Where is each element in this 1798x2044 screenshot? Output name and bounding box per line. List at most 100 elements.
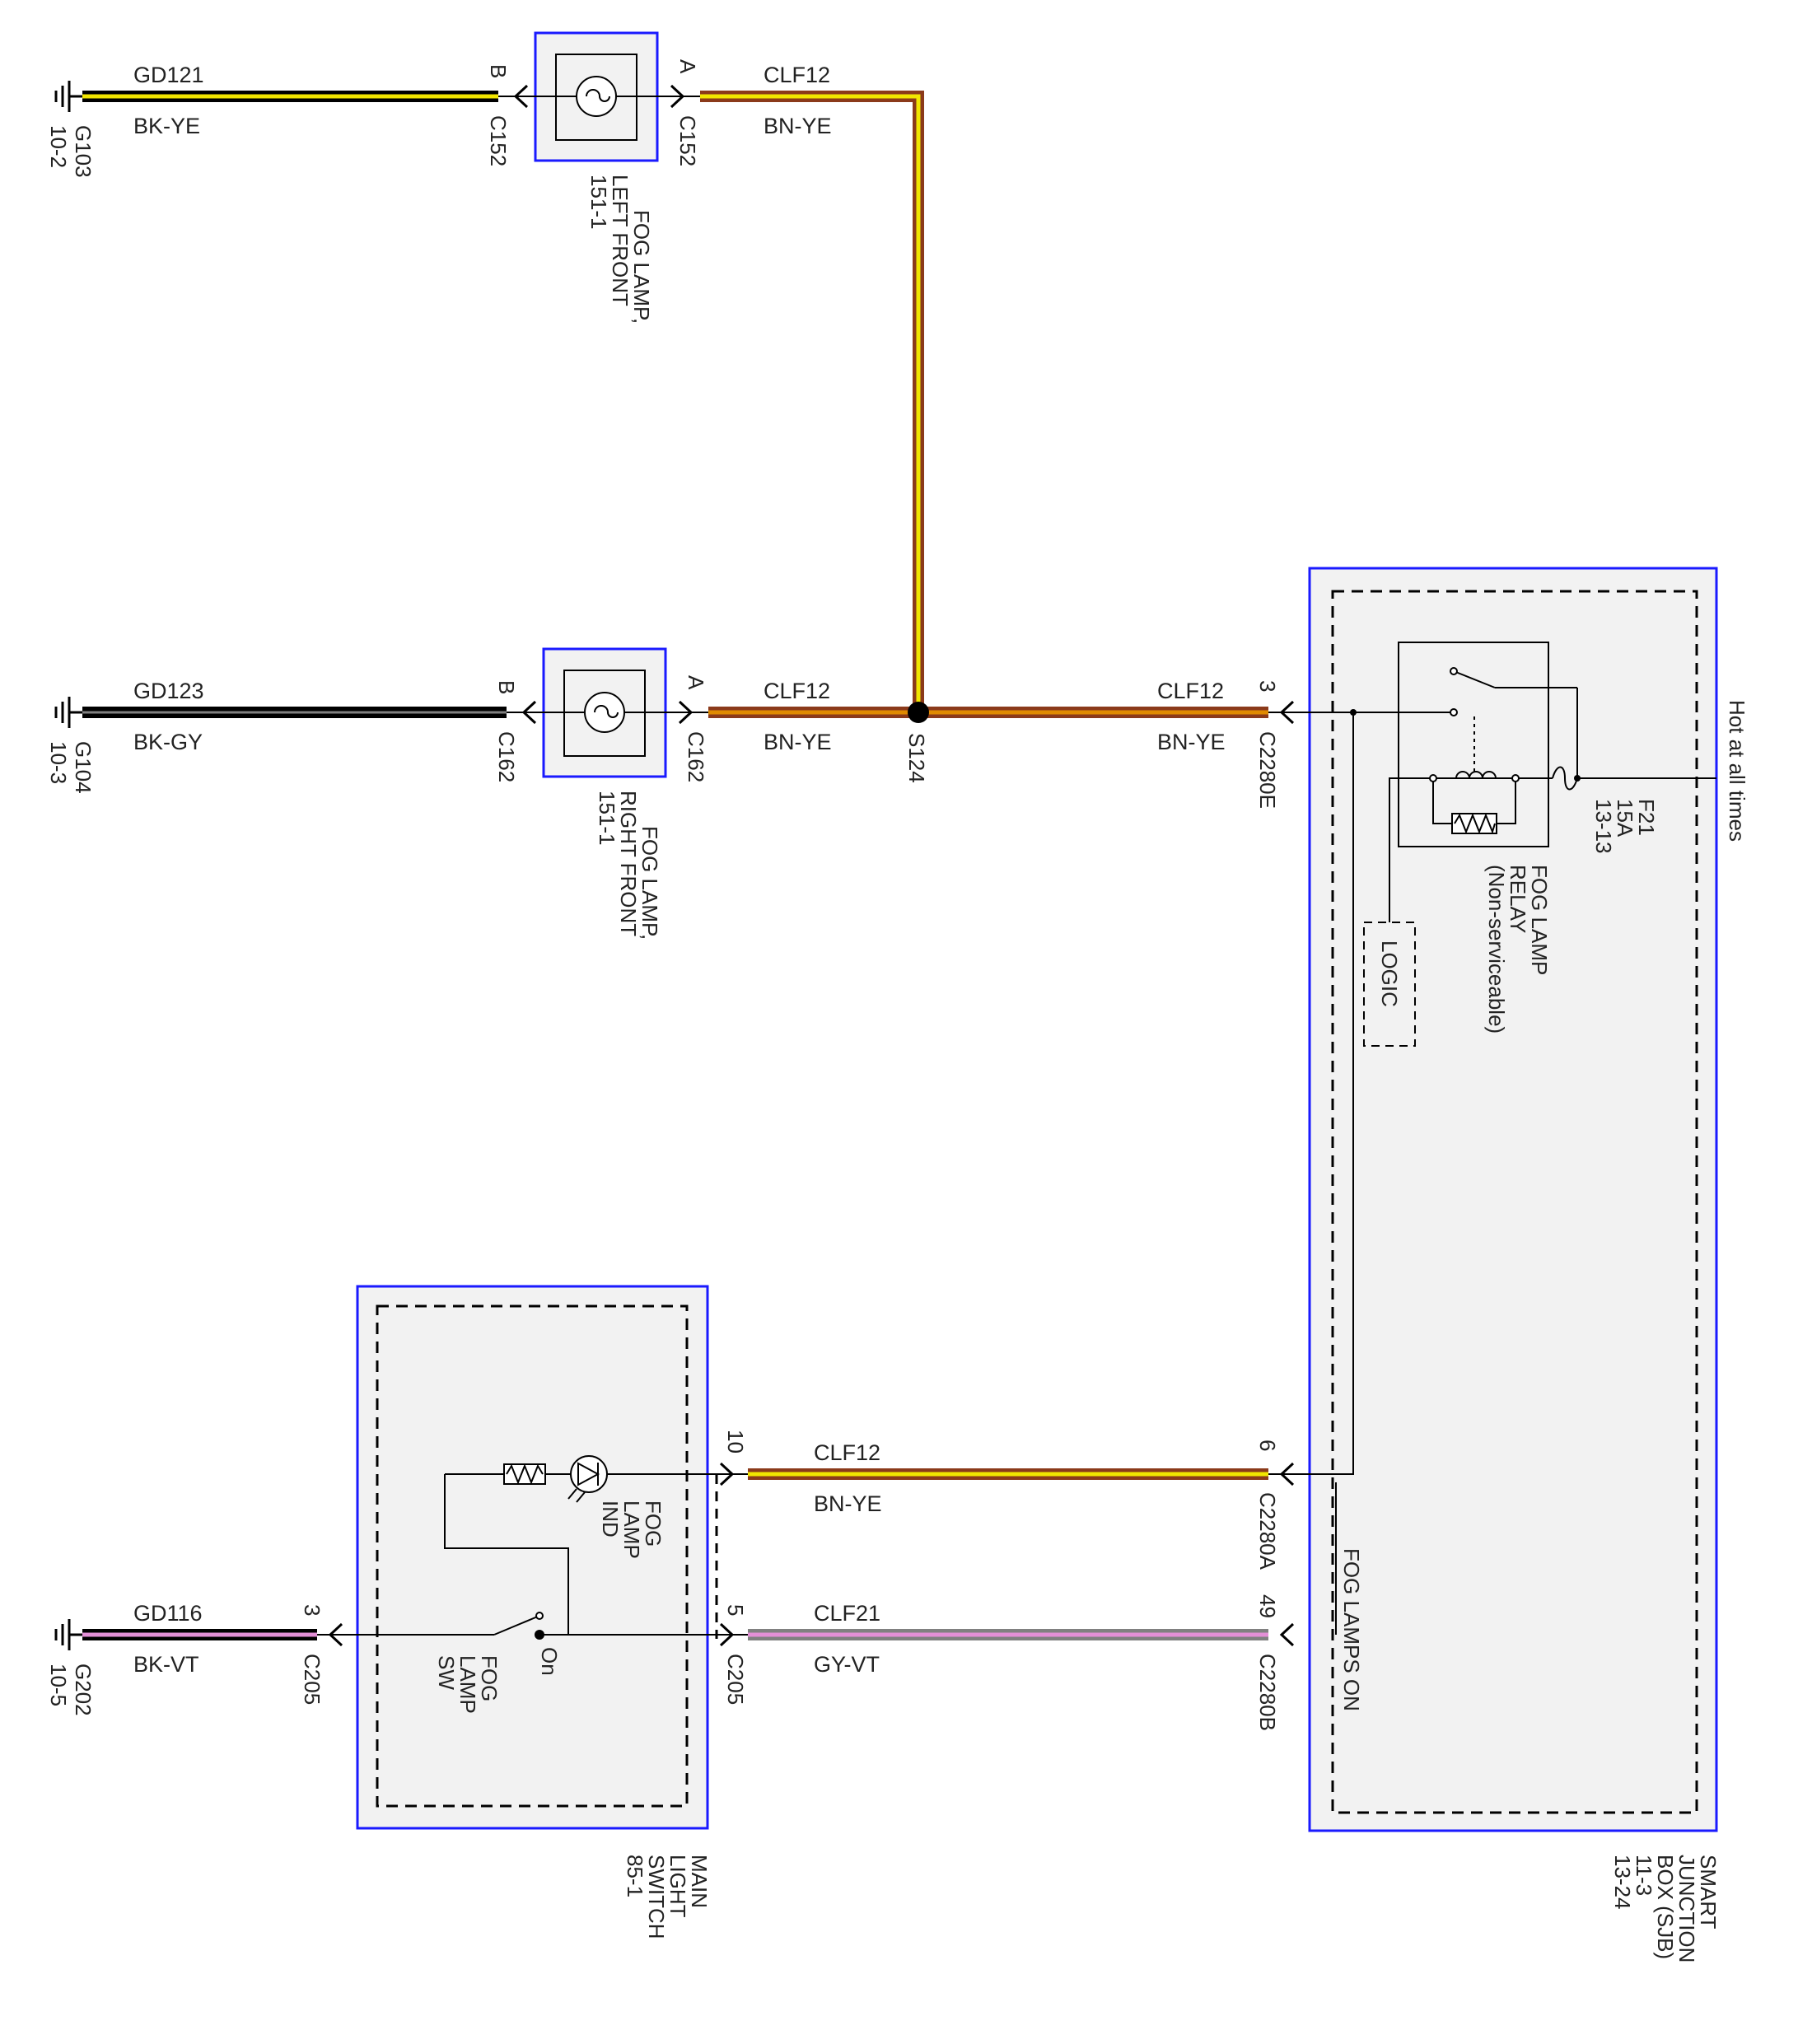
ground-symbols [54, 81, 82, 1650]
wire-clf12-left-color: BN-YE [764, 114, 832, 138]
main-light-switch-box [356, 1285, 718, 1830]
fog-lamp-relay-box [1398, 642, 1549, 847]
wire-clf12-right-color: BN-YE [764, 730, 832, 754]
wire-gd116-color: BK-VT [133, 1652, 199, 1677]
svg-text:LAMP: LAMP [455, 1655, 480, 1714]
sjb-box [1308, 567, 1718, 1832]
wire-clf12-sjb-circuit: CLF12 [1157, 679, 1224, 703]
hot-at-all-times-label: Hot at all times [1725, 700, 1749, 842]
connector-c152-b: C152 [486, 115, 511, 166]
pin-c205-3: 3 [300, 1604, 325, 1616]
fog-lamp-switch-label: FOG LAMP SW [434, 1655, 502, 1714]
svg-text:151-1: 151-1 [595, 791, 619, 846]
wire-gd121-circuit: GD121 [133, 63, 204, 87]
relay-coil-icon [1455, 771, 1497, 779]
pin-c162-b: B [494, 680, 519, 694]
fog-lamps-on-label: FOG LAMPS ON [1339, 1548, 1364, 1711]
svg-text:JUNCTION: JUNCTION [1674, 1855, 1699, 1962]
svg-text:151-1: 151-1 [586, 175, 611, 230]
wire-gd123-color: BK-GY [133, 730, 203, 754]
svg-text:RIGHT FRONT: RIGHT FRONT [616, 791, 641, 936]
svg-text:10-3: 10-3 [46, 741, 71, 784]
pin-c152-b: B [486, 64, 511, 78]
svg-text:RELAY: RELAY [1506, 865, 1530, 933]
connector-c162-a: C162 [684, 731, 708, 782]
svg-text:BOX (SJB): BOX (SJB) [1653, 1855, 1678, 1959]
wire-clf12-left [700, 91, 924, 712]
svg-text:10-2: 10-2 [46, 125, 71, 168]
wire-gd121-color: BK-YE [133, 114, 200, 138]
pin-c2280a: 6 [1255, 1440, 1280, 1451]
svg-text:13-13: 13-13 [1591, 799, 1616, 854]
logic-box [1363, 922, 1416, 1047]
splice-s124-label: S124 [904, 733, 929, 783]
ground-g104-label: G104 10-3 [46, 741, 96, 794]
fog-lamp-indicator-label: FOG LAMP IND [598, 1500, 665, 1559]
pin-c162-a: A [684, 675, 708, 690]
pin-c2280e: 3 [1255, 680, 1280, 692]
fog-lamp-right-label: FOG LAMP, RIGHT FRONT 151-1 [595, 791, 662, 940]
connector-arrows [328, 84, 1295, 1647]
switch-on-label: On [537, 1647, 562, 1676]
relay-resistor-icon [1451, 813, 1497, 835]
fog-lamp-left-label: FOG LAMP, LEFT FRONT 151-1 [586, 175, 654, 324]
svg-text:FOG LAMP: FOG LAMP [1527, 865, 1552, 975]
wire-clf12-switch-circuit: CLF12 [814, 1440, 880, 1465]
splice-s124 [908, 702, 929, 723]
pin-c205-5: 5 [723, 1604, 748, 1616]
wire-gd116-circuit: GD116 [133, 1601, 203, 1626]
svg-text:FOG LAMP,: FOG LAMP, [637, 826, 662, 940]
connector-c2280e: C2280E [1255, 731, 1280, 809]
pin-c152-a: A [675, 59, 700, 74]
connector-c205-3: C205 [300, 1654, 325, 1705]
pin-c2280b: 49 [1255, 1594, 1280, 1618]
pin-c205-10: 10 [723, 1430, 748, 1454]
svg-text:FOG: FOG [641, 1500, 665, 1547]
wire-clf21-color: GY-VT [814, 1652, 880, 1677]
svg-text:LIGHT: LIGHT [665, 1855, 690, 1918]
fuse-icon [1552, 766, 1578, 791]
wire-clf12-left-circuit: CLF12 [764, 63, 830, 87]
connector-c152-a: C152 [675, 115, 700, 166]
svg-text:SWITCH: SWITCH [644, 1855, 669, 1939]
connector-c2280a: C2280A [1255, 1492, 1280, 1570]
svg-text:85-1: 85-1 [623, 1855, 647, 1897]
svg-text:SMART: SMART [1696, 1855, 1721, 1930]
svg-text:SW: SW [434, 1655, 459, 1690]
svg-text:G104: G104 [71, 741, 96, 794]
indicator-resistor-icon [503, 1463, 546, 1485]
sjb-label: SMART JUNCTION BOX (SJB) 11-3 13-24 [1610, 1855, 1721, 1962]
wire-clf12-switch-color: BN-YE [814, 1491, 882, 1516]
wire-clf12-sjb-color: BN-YE [1157, 730, 1226, 754]
indicator-led-icon [567, 1455, 608, 1503]
svg-text:15A: 15A [1613, 799, 1637, 838]
svg-text:13-24: 13-24 [1610, 1855, 1635, 1910]
svg-text:FOG: FOG [477, 1655, 502, 1701]
ground-g202-label: G202 10-5 [46, 1664, 96, 1716]
svg-text:10-5: 10-5 [46, 1664, 71, 1706]
wire-clf21-circuit: CLF21 [814, 1601, 880, 1626]
connector-c162-b: C162 [494, 731, 519, 782]
svg-text:FOG LAMP,: FOG LAMP, [629, 210, 654, 324]
connector-c205-5: C205 [723, 1654, 748, 1705]
svg-text:MAIN: MAIN [687, 1855, 712, 1908]
relay-terminals [535, 667, 1520, 1620]
svg-text:F21: F21 [1634, 799, 1659, 836]
wire-clf12-right-circuit: CLF12 [764, 679, 830, 703]
connector-c2280b: C2280B [1255, 1654, 1280, 1731]
svg-text:IND: IND [598, 1500, 623, 1538]
svg-text:G202: G202 [71, 1664, 96, 1716]
main-light-switch-label: MAIN LIGHT SWITCH 85-1 [623, 1855, 712, 1939]
svg-text:Hot at all times: Hot at all times [1725, 700, 1749, 842]
fuse-f21-label: F21 15A 13-13 [1591, 799, 1659, 854]
svg-text:G103: G103 [71, 125, 96, 178]
ground-g103-label: G103 10-2 [46, 125, 96, 178]
svg-text:LAMP: LAMP [619, 1500, 644, 1559]
logic-label: LOGIC [1377, 940, 1402, 1007]
svg-text:LEFT FRONT: LEFT FRONT [608, 175, 633, 306]
svg-text:(Non-serviceable): (Non-serviceable) [1484, 865, 1509, 1034]
svg-text:11-3: 11-3 [1632, 1855, 1656, 1896]
fog-lamp-relay-label: FOG LAMP RELAY (Non-serviceable) [1484, 865, 1552, 1034]
